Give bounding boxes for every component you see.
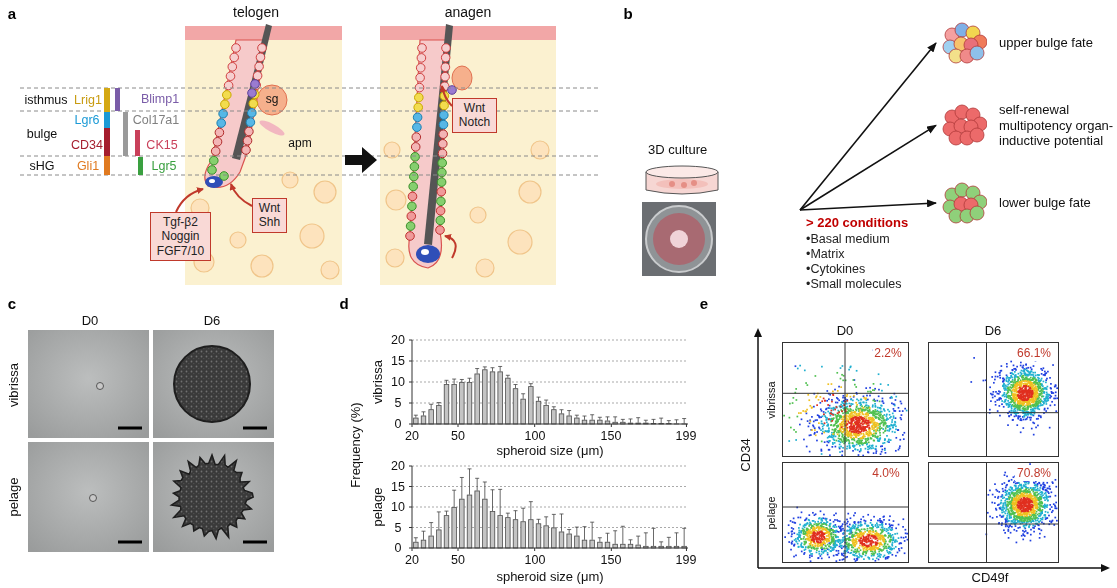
fate-cluster: upper bulge fate xyxy=(936,22,1093,64)
text-label: 199 xyxy=(676,429,697,443)
text-label: 20 xyxy=(405,429,419,443)
node-text: Wnt Shh xyxy=(258,201,281,230)
text-label: e xyxy=(700,295,708,312)
text-label: spheroid size (μm) xyxy=(496,444,603,459)
text-label: spheroid size (μm) xyxy=(496,570,603,585)
culture-photo xyxy=(642,202,716,276)
text-label: 70.8% xyxy=(1015,467,1053,481)
text-label: b xyxy=(623,5,632,22)
text-label: CD34 xyxy=(739,438,754,471)
text-label: 0 xyxy=(395,417,402,431)
text-label: bulge xyxy=(27,127,58,141)
text-label: apm xyxy=(288,137,311,151)
text-label: Gli1 xyxy=(77,159,99,173)
text-label: d xyxy=(339,295,348,312)
text-label: Frequency (%) xyxy=(349,402,364,487)
text-label: vibrissa xyxy=(765,381,778,418)
text-label: CD49f xyxy=(972,571,1009,586)
text-label: isthmus xyxy=(24,93,67,107)
text-label: 2.2% xyxy=(872,347,903,361)
text-label: 66.1% xyxy=(1015,347,1053,361)
text-label: 20 xyxy=(391,333,405,347)
text-label: > 220 conditions xyxy=(806,216,908,231)
text-label: 10 xyxy=(391,500,405,514)
text-label: 5 xyxy=(395,520,402,534)
fate-cluster: lower bulge fate xyxy=(936,182,1091,224)
text-label: •Small molecules xyxy=(806,277,901,291)
text-label: Lgr6 xyxy=(74,113,99,127)
text-label: CK15 xyxy=(146,138,177,152)
culture-panel: 3D culture xyxy=(636,140,800,280)
text-label: •Cytokines xyxy=(806,262,865,276)
text-label: 10 xyxy=(391,375,405,389)
text-label: 100 xyxy=(525,553,546,567)
cell xyxy=(970,46,984,60)
text-label: vibrissa xyxy=(7,363,22,407)
text-label: pelage xyxy=(765,496,778,529)
node-text: self-renewal multipotency organ-inductiv… xyxy=(999,102,1117,149)
text-label: D0 xyxy=(82,314,99,329)
text-label: a xyxy=(8,5,16,22)
text-label: Blimp1 xyxy=(141,92,179,106)
text-label: 5 xyxy=(395,396,402,410)
connector-arrow xyxy=(800,43,936,210)
fate-cluster: self-renewal multipotency organ-inductiv… xyxy=(936,102,1117,149)
text-label: 0 xyxy=(395,541,402,555)
cell xyxy=(970,206,984,220)
text-label: 15 xyxy=(391,479,405,493)
text-label: Lrig1 xyxy=(74,93,102,107)
text-label: 50 xyxy=(451,553,465,567)
node-text: Wnt Notch xyxy=(458,101,491,130)
text-label: 150 xyxy=(601,553,622,567)
text-label: anagen xyxy=(445,4,492,20)
text-label: 20 xyxy=(405,553,419,567)
text-label: c xyxy=(8,295,16,312)
cell-cluster xyxy=(941,182,987,224)
text-label: sg xyxy=(266,93,279,107)
text-label: 50 xyxy=(451,429,465,443)
text-label: 15 xyxy=(391,354,405,368)
text-label: 100 xyxy=(525,429,546,443)
text-label: pelage xyxy=(7,477,22,516)
node-text: 3D culture xyxy=(648,142,707,157)
cell-cluster xyxy=(941,22,987,64)
text-label: Col17a1 xyxy=(133,113,180,127)
text-label: vibrissa xyxy=(371,360,386,404)
text-label: sHG xyxy=(30,159,55,173)
node-text: upper bulge fate xyxy=(999,35,1093,51)
cell xyxy=(970,128,984,142)
cell-cluster xyxy=(941,104,987,146)
text-label: D0 xyxy=(837,324,854,339)
text-label: pelage xyxy=(371,487,386,526)
text-label: •Basal medium xyxy=(806,232,890,246)
text-label: 199 xyxy=(676,553,697,567)
signal-box: Tgf-β2 Noggin FGF7/10 xyxy=(150,212,211,261)
text-label: D6 xyxy=(985,324,1002,339)
connector-arrow xyxy=(800,203,936,210)
text-label: telogen xyxy=(233,4,279,20)
culture-dish xyxy=(642,162,722,198)
node-text: lower bulge fate xyxy=(999,195,1091,211)
text-label: 4.0% xyxy=(870,467,901,481)
text-label: CD34 xyxy=(71,138,103,152)
text-label: 150 xyxy=(601,429,622,443)
text-label: •Matrix xyxy=(806,247,844,261)
signal-box: Wnt Shh xyxy=(252,198,287,233)
connector-arrow xyxy=(800,125,936,210)
text-label: D6 xyxy=(204,314,221,329)
text-label: 20 xyxy=(391,459,405,473)
text-label: Lgr5 xyxy=(151,159,176,173)
node-text: Tgf-β2 Noggin FGF7/10 xyxy=(156,215,205,258)
signal-box: Wnt Notch xyxy=(452,98,497,133)
